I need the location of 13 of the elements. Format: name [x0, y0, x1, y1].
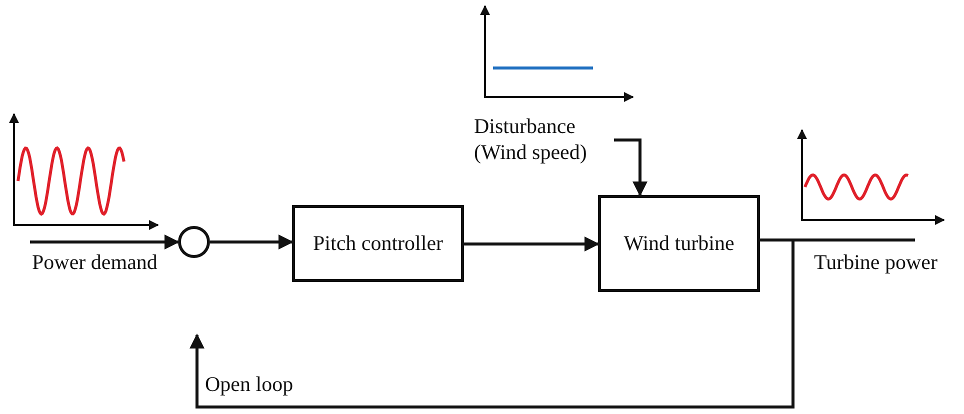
arrow: [464, 236, 600, 252]
node-text: Wind turbine: [624, 230, 734, 257]
node-text: Disturbance (Wind speed): [474, 112, 588, 166]
arrow: [190, 238, 794, 408]
summing-junction: [178, 226, 210, 258]
arrow: [30, 234, 180, 250]
edge-label: Turbine power: [814, 251, 938, 274]
edge-label: Open loop: [205, 373, 294, 396]
arrow: [210, 234, 294, 250]
arrow: [614, 138, 648, 196]
process-box: [292, 205, 464, 282]
process-box: [598, 195, 760, 292]
node-text: Pitch controller: [312, 230, 444, 257]
